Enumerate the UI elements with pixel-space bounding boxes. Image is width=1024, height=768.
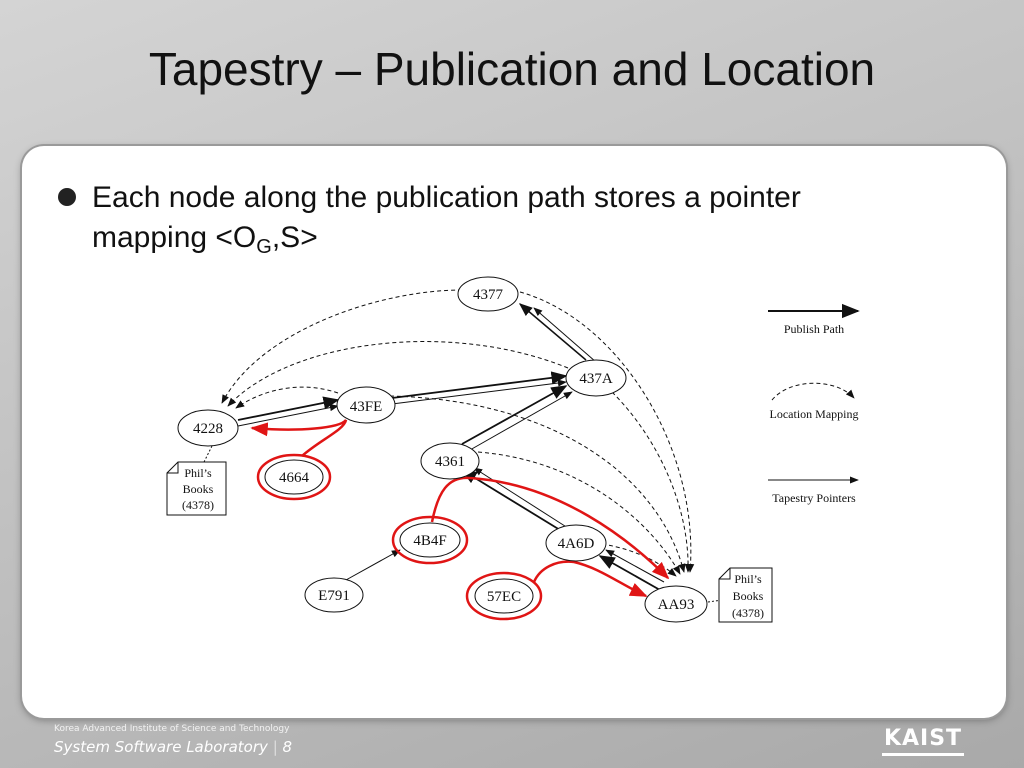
location-mapping-4377-aa93 [519, 291, 695, 573]
location-mapping-4361-aa93 [477, 451, 681, 575]
legend: Publish Path Location Mapping Tapestry P… [768, 303, 860, 505]
node-label: AA93 [658, 597, 695, 613]
node-57ec: 57EC [465, 571, 543, 621]
node-label: 57EC [487, 589, 521, 605]
bullet-line-1: Each node along the publication path sto… [92, 181, 801, 214]
footer-institute: Korea Advanced Institute of Science and … [54, 724, 290, 734]
node-4377: 4377 [457, 276, 519, 312]
node-4228: 4228 [177, 409, 239, 447]
node-43fe: 43FE [336, 386, 396, 424]
highlight-path-57ec-aa93 [532, 560, 648, 598]
legend-tapestry-pointers-label: Tapestry Pointers [772, 491, 856, 505]
pointer-aa93-4a6d-a [598, 555, 661, 591]
location-mapping-4228-doc [203, 445, 213, 463]
highlight-path-4b4f-aa93 [430, 476, 670, 580]
node-437a: 437A [565, 359, 627, 397]
kaist-logo-text: KAIST [883, 726, 963, 751]
node-label: 4B4F [413, 533, 446, 549]
pointer-43fe-437a-a [391, 371, 568, 399]
legend-location-mapping-arrow [771, 382, 855, 401]
bullet-dot-icon [58, 188, 76, 206]
location-mapping-43fe-4228 [235, 386, 339, 409]
node-label: 4361 [435, 454, 465, 470]
location-mapping-43fe-aa93 [389, 395, 686, 573]
bullet-line-2-prefix: mapping <O [92, 221, 257, 254]
legend-location-mapping-label: Location Mapping [770, 407, 859, 421]
node-label: E791 [318, 588, 350, 604]
pointer-4361-437a-b [469, 391, 573, 451]
pointer-437a-4377-a [518, 303, 587, 361]
node-label: 4377 [473, 287, 504, 303]
document-line: Books [183, 482, 214, 496]
pointer-4228-43fe-a [237, 396, 340, 421]
location-mapping-4a6d-aa93 [601, 543, 677, 577]
pointer-4a6d-4361-b [473, 467, 569, 529]
bullet-line-2-subscript: G [256, 236, 272, 258]
document-icon-right: Phil’s Books (4378) [718, 567, 773, 623]
highlight-path-4664-4228 [250, 419, 348, 457]
pointer-4361-437a-a [461, 385, 568, 445]
bullet-line-2-suffix: ,S> [271, 221, 318, 254]
node-label: 4A6D [558, 536, 595, 552]
footer-lab-line: System Software Laboratory | 8 [54, 738, 292, 756]
location-mapping-4377-4228 [221, 289, 463, 404]
node-label: 4228 [193, 421, 223, 437]
slide-title: Tapestry – Publication and Location [148, 43, 876, 95]
pointer-e791-4b4f [345, 549, 401, 581]
node-4a6d: 4A6D [545, 524, 607, 562]
pointer-4228-43fe-b [237, 404, 339, 427]
node-aa93: AA93 [644, 585, 708, 623]
legend-publish-path-label: Publish Path [784, 322, 844, 336]
pointer-437a-4377-b [533, 307, 597, 363]
document-line: Phil’s [184, 466, 212, 480]
footer-lab-name: System Software Laboratory [54, 738, 268, 756]
location-mapping-437a-aa93 [611, 391, 692, 573]
node-4361: 4361 [420, 442, 480, 480]
document-icon-left: Phil’s Books (4378) [166, 461, 227, 516]
node-4b4f: 4B4F [391, 515, 469, 565]
document-line: Books [733, 589, 764, 603]
node-label: 4664 [279, 470, 310, 486]
kaist-logo-underline [882, 753, 964, 756]
node-e791: E791 [304, 577, 364, 613]
page-number: 8 [282, 738, 293, 756]
document-line: (4378) [732, 606, 764, 620]
pointer-4a6d-4361-a [460, 469, 561, 531]
pointer-43fe-437a-b [391, 379, 567, 405]
kaist-logo: KAIST [880, 726, 966, 758]
node-label: 43FE [350, 399, 383, 415]
footer-separator: | [272, 738, 278, 756]
document-line: (4378) [182, 498, 214, 512]
document-line: Phil’s [734, 572, 762, 586]
location-mapping-437a-4228 [227, 341, 569, 407]
node-4664: 4664 [256, 453, 332, 501]
bullet-text: Each node along the publication path sto… [92, 178, 932, 258]
node-label: 437A [579, 371, 613, 387]
